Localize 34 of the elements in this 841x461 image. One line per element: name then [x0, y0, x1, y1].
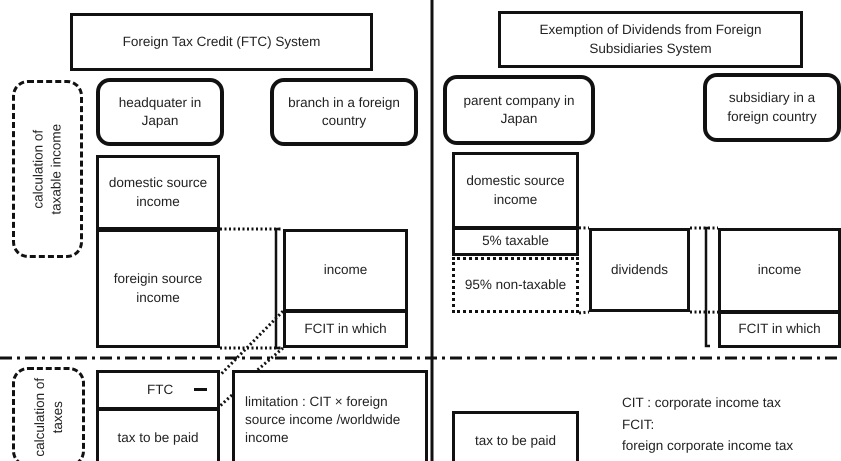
dividend-box: dividends [589, 228, 690, 312]
formula-box: limitation : CIT × foreign source income /worldwide income [232, 370, 428, 461]
tax-box: tax to be paid [96, 408, 220, 461]
income-box: domestic source income [96, 155, 220, 230]
income-box: income [718, 228, 841, 313]
tax-box: tax to be paid [452, 411, 579, 461]
entity-box: parent company in Japan [443, 75, 595, 145]
dotted-connector [220, 346, 283, 350]
entity-box: subsidiary in a foreign country [703, 73, 841, 142]
dotted-connector [256, 346, 284, 372]
system-title-box: Foreign Tax Credit (FTC) System [70, 13, 373, 71]
dotted-connector [690, 226, 718, 230]
dotted-connector [690, 310, 718, 314]
note-text: FCIT: [622, 417, 654, 432]
note-text: CIT : corporate income tax [622, 395, 781, 410]
tax-box: FCIT in which [718, 311, 841, 348]
dotted-connector [220, 228, 283, 230]
row-label-box: calculation of taxes [12, 367, 85, 461]
tax-box: FCIT in which [283, 310, 408, 348]
income-box: income [283, 229, 408, 312]
income-box: 5% taxable [452, 227, 579, 256]
note-text: foreign corporate income tax [622, 438, 794, 453]
dotted-connector [578, 310, 590, 314]
income-box: domestic source income [452, 152, 579, 229]
income-box: 95% non-taxable [452, 257, 579, 313]
credit-box: FTC [96, 370, 220, 410]
dotted-connector [218, 394, 234, 408]
dotted-connector [578, 226, 590, 230]
row-label-box: calculation of taxable income [12, 80, 83, 258]
system-title-box: Exemption of Dividends from Foreign Subsidiaries System [498, 11, 803, 68]
dotted-connector [218, 310, 284, 376]
income-box: foreigin source income [96, 229, 220, 348]
entity-box: branch in a foreign country [270, 78, 418, 146]
entity-box: headquater in Japan [96, 78, 224, 146]
